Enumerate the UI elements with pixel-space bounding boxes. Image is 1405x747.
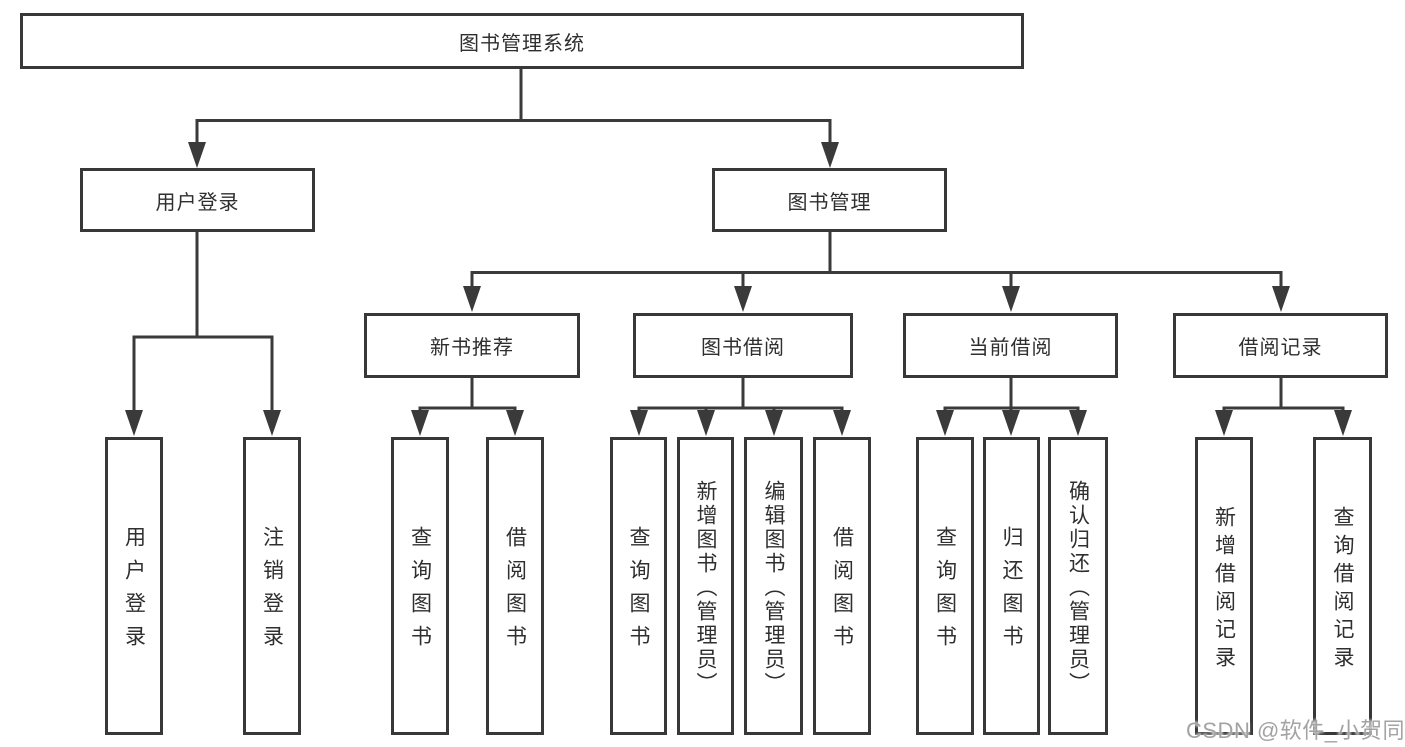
edge-userlogin-stem	[132, 231, 274, 420]
node-borrow-records-label: 借阅记录	[1238, 337, 1323, 359]
node-root: 图书管理系统	[20, 13, 1024, 69]
node-book-borrow-label: 图书借阅	[701, 337, 785, 359]
leaf-label: 注销登录	[260, 526, 284, 658]
node-book-management-label: 图书管理	[787, 191, 872, 214]
arrow-icon	[463, 286, 481, 312]
leaf-add-books-admin: 新增图书（管理员）	[677, 437, 734, 735]
node-new-book-recommend-label: 新书推荐	[430, 337, 514, 359]
leaf-query-borrow-record: 查询借阅记录	[1313, 437, 1372, 735]
node-root-label: 图书管理系统	[459, 32, 585, 55]
edge-level2-bus	[195, 119, 832, 150]
arrow-icon	[1215, 410, 1233, 436]
arrow-icon	[697, 410, 715, 436]
arrow-icon	[1002, 286, 1020, 312]
node-user-login-label: 用户登录	[155, 191, 240, 214]
arrow-icon	[1069, 410, 1087, 436]
leaf-return-books: 归还图书	[983, 437, 1040, 735]
arrow-icon	[833, 410, 851, 436]
node-new-book-recommend: 新书推荐	[364, 313, 580, 378]
arrow-icon	[506, 410, 524, 436]
arrow-icon	[1272, 286, 1290, 312]
arrow-icon	[936, 410, 954, 436]
arrow-icon	[765, 410, 783, 436]
leaf-label: 确认归还（管理员）	[1066, 479, 1090, 696]
leaf-logout: 注销登录	[243, 437, 301, 735]
leaf-label: 查询图书	[408, 526, 432, 658]
leaf-label: 新增图书（管理员）	[694, 479, 717, 696]
arrow-icon	[630, 410, 648, 436]
leaf-query-books-recommend: 查询图书	[391, 437, 449, 735]
leaf-label: 查询图书	[933, 526, 957, 658]
leaf-edit-books-admin: 编辑图书（管理员）	[744, 437, 803, 735]
leaf-borrow-books-recommend: 借阅图书	[486, 437, 544, 735]
node-current-borrow-label: 当前借阅	[968, 337, 1053, 359]
leaf-label: 查询借阅记录	[1331, 505, 1354, 674]
arrow-icon	[263, 410, 281, 436]
node-borrow-records: 借阅记录	[1173, 313, 1388, 378]
leaf-query-books-current: 查询图书	[916, 437, 974, 735]
node-user-login: 用户登录	[80, 168, 315, 232]
leaf-confirm-return-admin: 确认归还（管理员）	[1048, 437, 1108, 735]
node-book-borrow: 图书借阅	[633, 313, 853, 378]
arrow-icon	[1334, 410, 1352, 436]
leaf-label: 归还图书	[1000, 526, 1023, 658]
leaf-label: 查询图书	[627, 526, 650, 658]
leaf-label: 编辑图书（管理员）	[762, 479, 785, 696]
arrow-icon	[1002, 410, 1020, 436]
leaf-borrow-books: 借阅图书	[813, 437, 871, 735]
arrow-icon	[188, 142, 206, 168]
leaf-user-login: 用户登录	[105, 437, 163, 735]
arrow-icon	[734, 286, 752, 312]
arrowheads	[125, 142, 1352, 436]
node-book-management: 图书管理	[712, 168, 947, 232]
edge-level3-bus	[470, 271, 1283, 296]
leaf-query-books-borrow: 查询图书	[610, 437, 667, 735]
edge-records-bus	[1222, 376, 1345, 420]
arrow-icon	[125, 410, 143, 436]
leaf-label: 借阅图书	[830, 526, 854, 658]
arrow-icon	[411, 410, 429, 436]
arrow-icon	[821, 142, 839, 168]
edge-newbook-bus	[418, 376, 517, 420]
leaf-add-borrow-record: 新增借阅记录	[1195, 437, 1253, 735]
leaf-label: 新增借阅记录	[1212, 505, 1236, 674]
leaf-label: 借阅图书	[503, 526, 527, 658]
edge-bookborrow-bus	[637, 376, 844, 420]
leaf-label: 用户登录	[122, 526, 146, 658]
node-current-borrow: 当前借阅	[903, 313, 1118, 378]
csdn-watermark: CSDN @软件_小贺同学	[1186, 718, 1405, 743]
